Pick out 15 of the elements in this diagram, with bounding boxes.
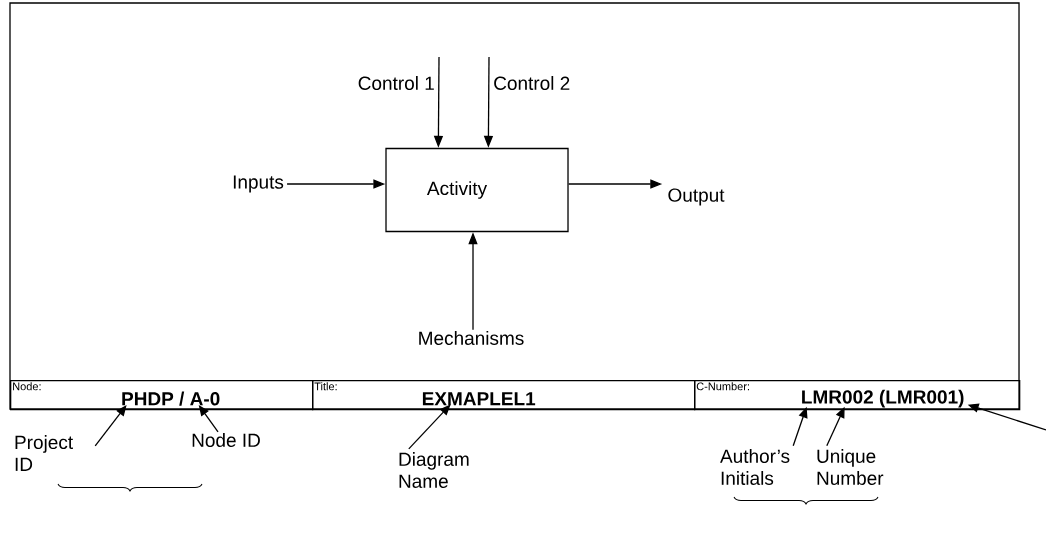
edge-label: Control 2: [494, 76, 570, 90]
title-value: EXMAPLEL1: [422, 392, 536, 406]
node-value: PHDP / A-0: [122, 391, 220, 406]
annotation-text: Unique Number: [817, 449, 884, 485]
edge-label: Control 1: [358, 76, 434, 90]
c-number-value: LMR002 (LMR001): [802, 389, 964, 408]
input-label: Inputs: [233, 175, 284, 193]
leader-line: [94, 405, 127, 447]
mechanism-label: Mechanisms: [419, 331, 524, 345]
annotation-text: Node ID: [192, 433, 260, 447]
annotation-text: Project ID: [15, 435, 73, 471]
activity-box: Activity: [385, 147, 569, 233]
output-label: Output: [668, 188, 725, 206]
annotation-text: Author’s Initials: [720, 449, 790, 485]
annotation-text: Diagram Name: [399, 452, 469, 488]
